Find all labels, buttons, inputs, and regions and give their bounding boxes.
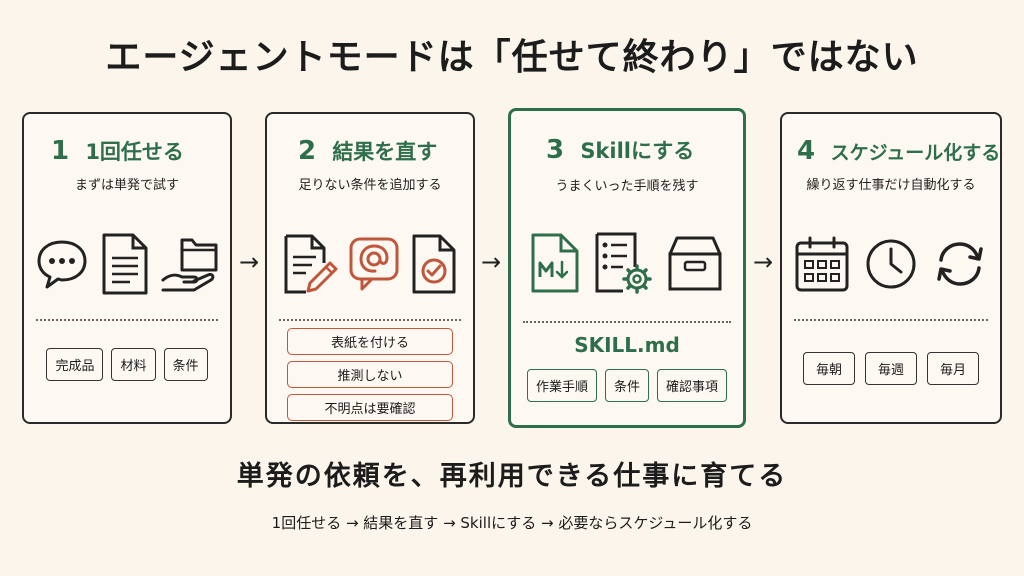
tag: 条件 bbox=[163, 348, 208, 381]
checklist-gear-icon bbox=[595, 232, 652, 294]
step-subtitle: 繰り返す仕事だけ自動化する bbox=[806, 178, 976, 193]
mention-icon bbox=[349, 237, 399, 291]
page-title: エージェントモードは「任せて終わり」ではない bbox=[105, 37, 919, 78]
divider bbox=[523, 321, 731, 323]
step-title: 結果を直す bbox=[332, 140, 438, 164]
step-subtitle: うまくいった手順を残す bbox=[555, 179, 699, 194]
hand-folder-icon bbox=[161, 238, 218, 292]
archive-box-icon bbox=[668, 236, 722, 291]
step-icons bbox=[267, 224, 473, 304]
step-card-4: 4 スケジュール化する 繰り返す仕事だけ自動化する 毎朝 毎週 毎月 bbox=[780, 112, 1002, 424]
step-subtitle: まずは単発で試す bbox=[74, 178, 179, 193]
arrow: → bbox=[752, 248, 774, 276]
divider bbox=[36, 319, 218, 321]
step-icons bbox=[24, 224, 230, 304]
tag: 確認事項 bbox=[657, 369, 728, 402]
bottom-title: 単発の依頼を、再利用できる仕事に育てる bbox=[236, 461, 788, 492]
step-subtitle: 足りない条件を追加する bbox=[298, 178, 442, 193]
tag: 条件 bbox=[604, 369, 649, 402]
divider bbox=[279, 319, 461, 321]
step-title: Skillにする bbox=[580, 139, 695, 163]
flow-summary: 1回任せる → 結果を直す → Skillにする → 必要ならスケジュール化する bbox=[271, 514, 753, 532]
tag-list: 毎朝 毎週 毎月 bbox=[782, 352, 1000, 385]
tag: 不明点は要確認 bbox=[287, 394, 453, 421]
step-heading: 3 Skillにする bbox=[537, 135, 743, 165]
document-icon bbox=[102, 233, 148, 295]
step-card-1: 1 1回任せる まずは単発で試す 完成品 材料 条件 bbox=[22, 112, 232, 424]
step-icons bbox=[782, 224, 1000, 304]
divider bbox=[794, 319, 988, 321]
tag: 作業手順 bbox=[526, 369, 597, 402]
clock-icon bbox=[866, 239, 916, 289]
tag: 表紙を付ける bbox=[287, 328, 453, 355]
document-pencil-icon bbox=[284, 234, 338, 294]
step-title: スケジュール化する bbox=[830, 142, 1001, 164]
step-number: 4 bbox=[796, 136, 816, 166]
tag-list: 作業手順 条件 確認事項 bbox=[511, 369, 743, 402]
arrow: → bbox=[480, 248, 502, 276]
step-number: 2 bbox=[297, 136, 317, 166]
document-check-icon bbox=[412, 234, 456, 294]
tag: 毎月 bbox=[927, 352, 980, 385]
tag: 完成品 bbox=[46, 348, 104, 381]
chat-bubble-icon bbox=[37, 240, 87, 289]
tag: 毎週 bbox=[864, 352, 917, 385]
markdown-file-icon bbox=[531, 233, 579, 293]
tag: 毎朝 bbox=[802, 352, 855, 385]
tag: 推測しない bbox=[287, 361, 453, 388]
step-card-2: 2 結果を直す 足りない条件を追加する 表紙を付ける 推測 bbox=[265, 112, 475, 424]
tag: 材料 bbox=[111, 348, 156, 381]
step-heading: 4 スケジュール化する bbox=[788, 136, 1000, 166]
step-title: 1回任せる bbox=[85, 140, 184, 164]
step-heading: 2 結果を直す bbox=[289, 136, 473, 166]
tag-list: 表紙を付ける 推測しない 不明点は要確認 bbox=[287, 328, 453, 421]
calendar-icon bbox=[795, 236, 849, 292]
skill-file-label: SKILL.md bbox=[574, 333, 680, 357]
arrow: → bbox=[238, 248, 260, 276]
step-icons bbox=[511, 223, 743, 303]
step-card-3: 3 Skillにする うまくいった手順を残す bbox=[508, 108, 746, 428]
step-heading: 1 1回任せる bbox=[42, 136, 230, 166]
refresh-icon bbox=[937, 242, 983, 286]
step-number: 3 bbox=[545, 135, 565, 165]
step-number: 1 bbox=[50, 136, 70, 166]
tag-list: 完成品 材料 条件 bbox=[24, 348, 230, 381]
